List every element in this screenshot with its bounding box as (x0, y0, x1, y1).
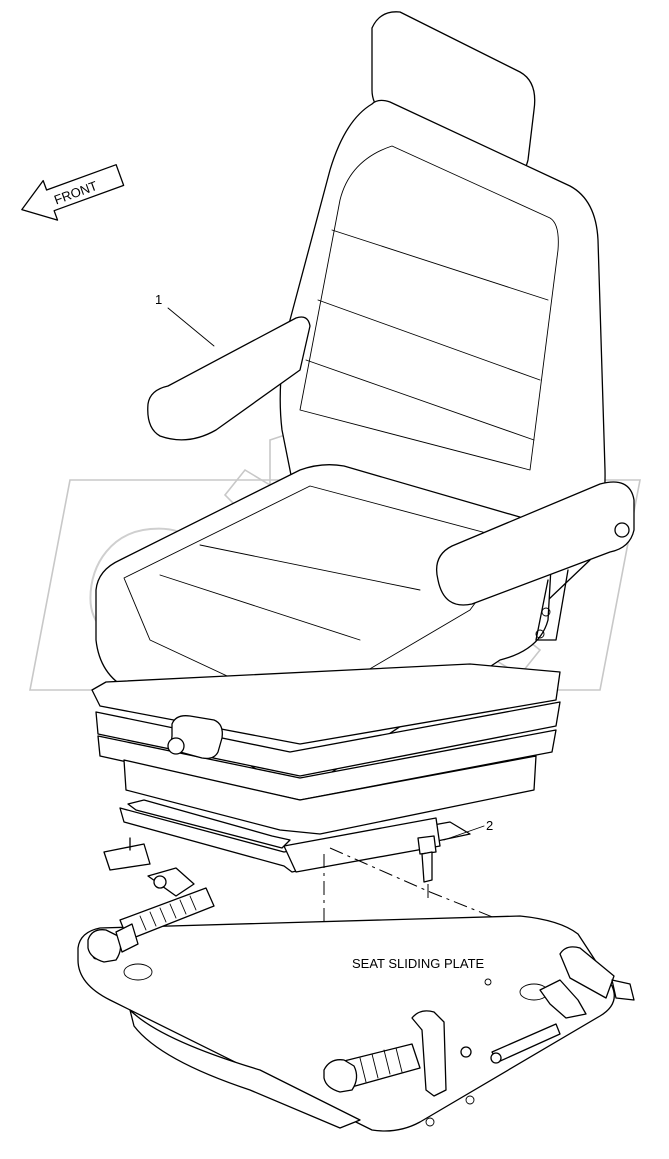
cushion-stitch-1 (199, 544, 421, 591)
cushion-top-seam (123, 485, 521, 711)
callout-2: 2 (417, 818, 493, 898)
slide-rail (127, 799, 291, 849)
right-pivot (460, 1046, 472, 1058)
backrest-stitch-2 (317, 299, 541, 381)
armrest-pivot (614, 522, 630, 538)
bolt-head (417, 835, 437, 855)
callout-1: 1 (155, 292, 215, 347)
plate-hole-left (123, 963, 153, 981)
slide-mechanism-left (87, 837, 215, 963)
armrest-left (147, 316, 311, 441)
backrest-inner-panel (299, 145, 559, 471)
callout-2-number: 2 (486, 818, 493, 833)
suspension-bellows-low (97, 729, 557, 801)
plate-bolt-2 (484, 978, 492, 986)
plate-label: SEAT SLIDING PLATE (352, 956, 485, 971)
right-lock-knob (323, 1059, 358, 1093)
callout-1-leader (167, 307, 215, 347)
armrest-right-body (435, 481, 635, 606)
right-spring-coils (359, 1047, 403, 1083)
left-link-arm (147, 867, 195, 897)
callout-1-number: 1 (155, 292, 162, 307)
plate-bolt-4 (425, 1117, 435, 1127)
backrest-stitch-1 (331, 229, 549, 301)
suspension-housing (123, 755, 537, 835)
left-roller (115, 923, 139, 953)
slide-mechanism-right (323, 946, 635, 1097)
right-tube (559, 946, 615, 999)
bolt-shank (421, 851, 433, 883)
front-arrow-shape (21, 164, 125, 221)
backrest-stitch-3 (305, 359, 535, 441)
armrest-bracket (535, 569, 569, 641)
left-spring-coils (139, 895, 197, 931)
base-plate-bottom (283, 817, 441, 873)
bracket-bolt-1 (541, 607, 551, 617)
callout-2-leader (443, 825, 485, 841)
left-lock-knob (87, 929, 122, 963)
plate-bolt-3 (465, 1095, 475, 1105)
front-arrow: FRONT (21, 164, 125, 221)
plate-underside (129, 1009, 361, 1129)
lever-knob (167, 737, 185, 755)
seat-sliding-plate: SEAT SLIDING PLATE (77, 915, 615, 1132)
cushion-stitch-2 (159, 574, 361, 641)
suspension-base (91, 663, 561, 873)
left-bracket (103, 843, 151, 871)
left-pivot (153, 875, 167, 889)
right-mount-bracket (539, 979, 587, 1019)
right-latch-arm (411, 1010, 447, 1097)
plate-body (77, 915, 615, 1132)
armrest-right (435, 481, 635, 641)
right-tube-end (611, 979, 635, 1001)
right-rail-bolt (490, 1052, 502, 1064)
bracket-bolt-2 (535, 629, 545, 639)
